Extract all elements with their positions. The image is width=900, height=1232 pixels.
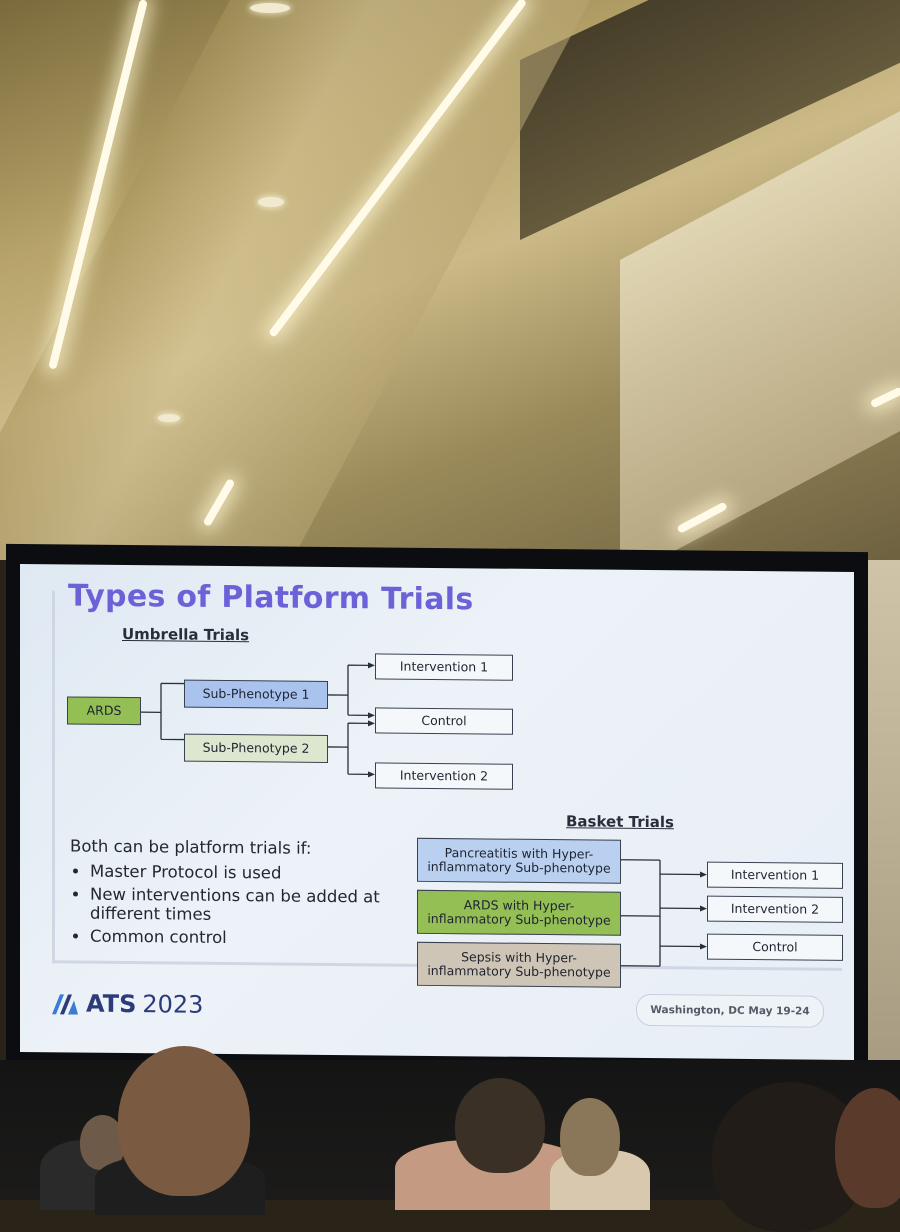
audience-person — [455, 1078, 545, 1173]
audience-person — [560, 1098, 620, 1176]
pancreatitis-condition-box: Pancreatitis with Hyper-inflammatory Sub… — [417, 837, 621, 884]
ceiling-downlight — [258, 197, 284, 207]
umbrella-trials-heading: Umbrella Trials — [122, 624, 250, 645]
audience-person — [118, 1046, 250, 1196]
subphenotype-1-box: Sub-Phenotype 1 — [184, 679, 328, 709]
logo-year: 2023 — [142, 990, 204, 1019]
logo-name: ATS — [86, 989, 137, 1019]
ats-logo-mark-icon — [52, 994, 78, 1015]
umbrella-intervention-2-box: Intervention 2 — [375, 762, 513, 790]
basket-trials-heading: Basket Trials — [566, 812, 674, 832]
umbrella-intervention-1-box: Intervention 1 — [375, 653, 513, 681]
basket-intervention-1-box: Intervention 1 — [707, 861, 843, 889]
criteria-item: New interventions can be added at differ… — [90, 885, 410, 926]
criteria-lead: Both can be platform trials if: — [70, 836, 312, 858]
projection-screen: Types of Platform Trials — [6, 543, 868, 1073]
criteria-item: Master Protocol is used — [90, 862, 410, 884]
sepsis-condition-box: Sepsis with Hyper-inflammatory Sub-pheno… — [417, 941, 621, 988]
ceiling-beam — [0, 0, 590, 560]
audience — [0, 1046, 900, 1232]
basket-control-box: Control — [707, 933, 843, 961]
basket-intervention-2-box: Intervention 2 — [707, 895, 843, 923]
umbrella-control-box: Control — [375, 707, 513, 735]
ards-condition-box: ARDS with Hyper-inflammatory Sub-phenoty… — [417, 889, 621, 936]
presentation-slide: Types of Platform Trials — [20, 563, 854, 1061]
audience-person — [835, 1088, 900, 1208]
ceiling-downlight — [158, 414, 180, 422]
criteria-item: Common control — [90, 927, 410, 949]
subphenotype-2-box: Sub-Phenotype 2 — [184, 733, 328, 763]
platform-criteria-list: Both can be platform trials if: Master P… — [70, 836, 410, 952]
ards-box: ARDS — [67, 696, 141, 726]
ceiling-downlight — [250, 3, 290, 13]
location-badge: Washington, DC May 19-24 — [636, 993, 824, 1028]
ats-logo: ATS 2023 — [50, 989, 204, 1019]
ceiling — [0, 0, 900, 580]
